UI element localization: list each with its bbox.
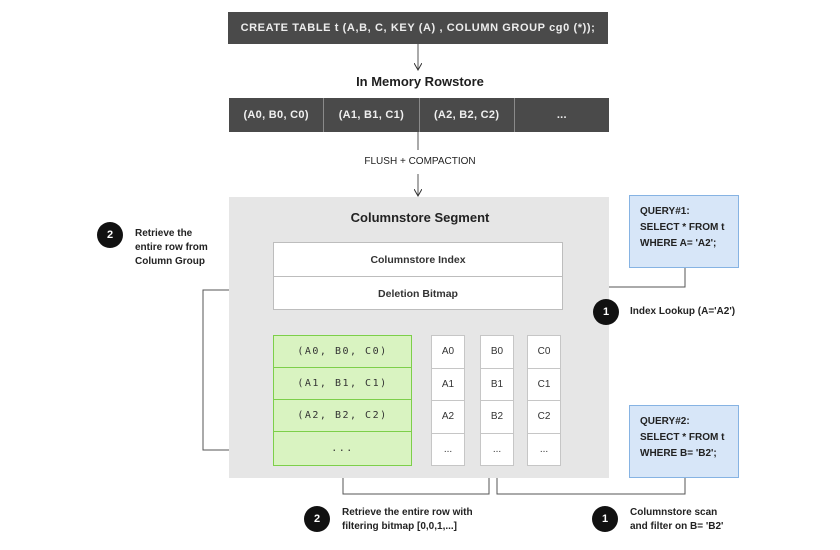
- query2-line: WHERE B= 'B2';: [640, 448, 717, 459]
- note-line: Retrieve the: [135, 228, 193, 239]
- column-group-row: ...: [331, 442, 354, 454]
- step-badge: 2: [304, 506, 330, 532]
- note-line: Retrieve the entire row with: [342, 507, 473, 518]
- column-cell: A0: [432, 336, 464, 369]
- rowstore-cell: ...: [514, 98, 609, 132]
- step-badge: 2: [97, 222, 123, 248]
- note-line: and filter on B= 'B2': [630, 521, 724, 532]
- rowstore-title: In Memory Rowstore: [356, 74, 484, 89]
- segment-title: Columnstore Segment: [350, 210, 490, 225]
- rowstore-cell: (A2, B2, C2): [419, 98, 515, 132]
- column-group-row: (A2, B2, C2): [274, 400, 411, 432]
- column-cell: B2: [481, 401, 513, 434]
- query2-box: QUERY#2: SELECT * FROM t WHERE B= 'B2';: [629, 405, 739, 478]
- column-cell: ...: [539, 444, 549, 456]
- query1-line: SELECT * FROM t: [640, 222, 725, 233]
- column-cell: ...: [492, 444, 502, 456]
- rowstore-table: (A0, B0, C0) (A1, B1, C1) (A2, B2, C2) .…: [229, 98, 609, 132]
- query1-box: QUERY#1: SELECT * FROM t WHERE A= 'A2';: [629, 195, 739, 268]
- column-cell: B1: [481, 369, 513, 401]
- flush-compaction-label: FLUSH + COMPACTION: [364, 156, 476, 167]
- rowstore-cell: (A1, B1, C1): [324, 98, 420, 132]
- query1-line: WHERE A= 'A2';: [640, 238, 717, 249]
- step-note-filter-bitmap: Retrieve the entire row with filtering b…: [342, 506, 473, 534]
- step-badge: 1: [593, 299, 619, 325]
- step-note-index-lookup: Index Lookup (A='A2'): [630, 306, 736, 317]
- deletion-bitmap-label: Deletion Bitmap: [378, 287, 458, 300]
- step-note-columnstore-scan: Columnstore scan and filter on B= 'B2': [630, 506, 723, 534]
- column-group-row: (A0, B0, C0): [274, 336, 411, 368]
- column-cell: B0: [481, 336, 513, 369]
- column-cell: A1: [432, 369, 464, 401]
- column-group: (A0, B0, C0) (A1, B1, C1) (A2, B2, C2) .…: [273, 335, 412, 466]
- column-cell: C2: [528, 401, 560, 434]
- arrow-query2-to-b-column: [497, 469, 686, 495]
- query2-line: SELECT * FROM t: [640, 432, 725, 443]
- note-line: Columnstore scan: [630, 507, 718, 518]
- note-line: Column Group: [135, 256, 205, 267]
- column-cell: ...: [443, 444, 453, 456]
- column-a: A0 A1 A2 ...: [431, 335, 465, 466]
- columnstore-index-box: Columnstore Index Deletion Bitmap: [273, 242, 563, 310]
- column-cell: A2: [432, 401, 464, 434]
- step-badge: 1: [592, 506, 618, 532]
- note-line: filtering bitmap [0,0,1,...]: [342, 521, 458, 532]
- column-cell: C1: [528, 369, 560, 401]
- column-cell: C0: [528, 336, 560, 369]
- column-b: B0 B1 B2 ...: [480, 335, 514, 466]
- arrow-b-column-to-column-group: [343, 466, 490, 495]
- column-group-row: (A1, B1, C1): [274, 368, 411, 400]
- step-note-retrieve-row: Retrieve the entire row from Column Grou…: [135, 227, 208, 269]
- note-line: entire row from: [135, 242, 208, 253]
- columnstore-index-label: Columnstore Index: [274, 243, 562, 277]
- query1-line: QUERY#1:: [640, 206, 690, 217]
- query2-line: QUERY#2:: [640, 416, 690, 427]
- create-table-statement: CREATE TABLE t (A,B, C, KEY (A) , COLUMN…: [228, 12, 608, 44]
- column-c: C0 C1 C2 ...: [527, 335, 561, 466]
- rowstore-cell: (A0, B0, C0): [229, 98, 325, 132]
